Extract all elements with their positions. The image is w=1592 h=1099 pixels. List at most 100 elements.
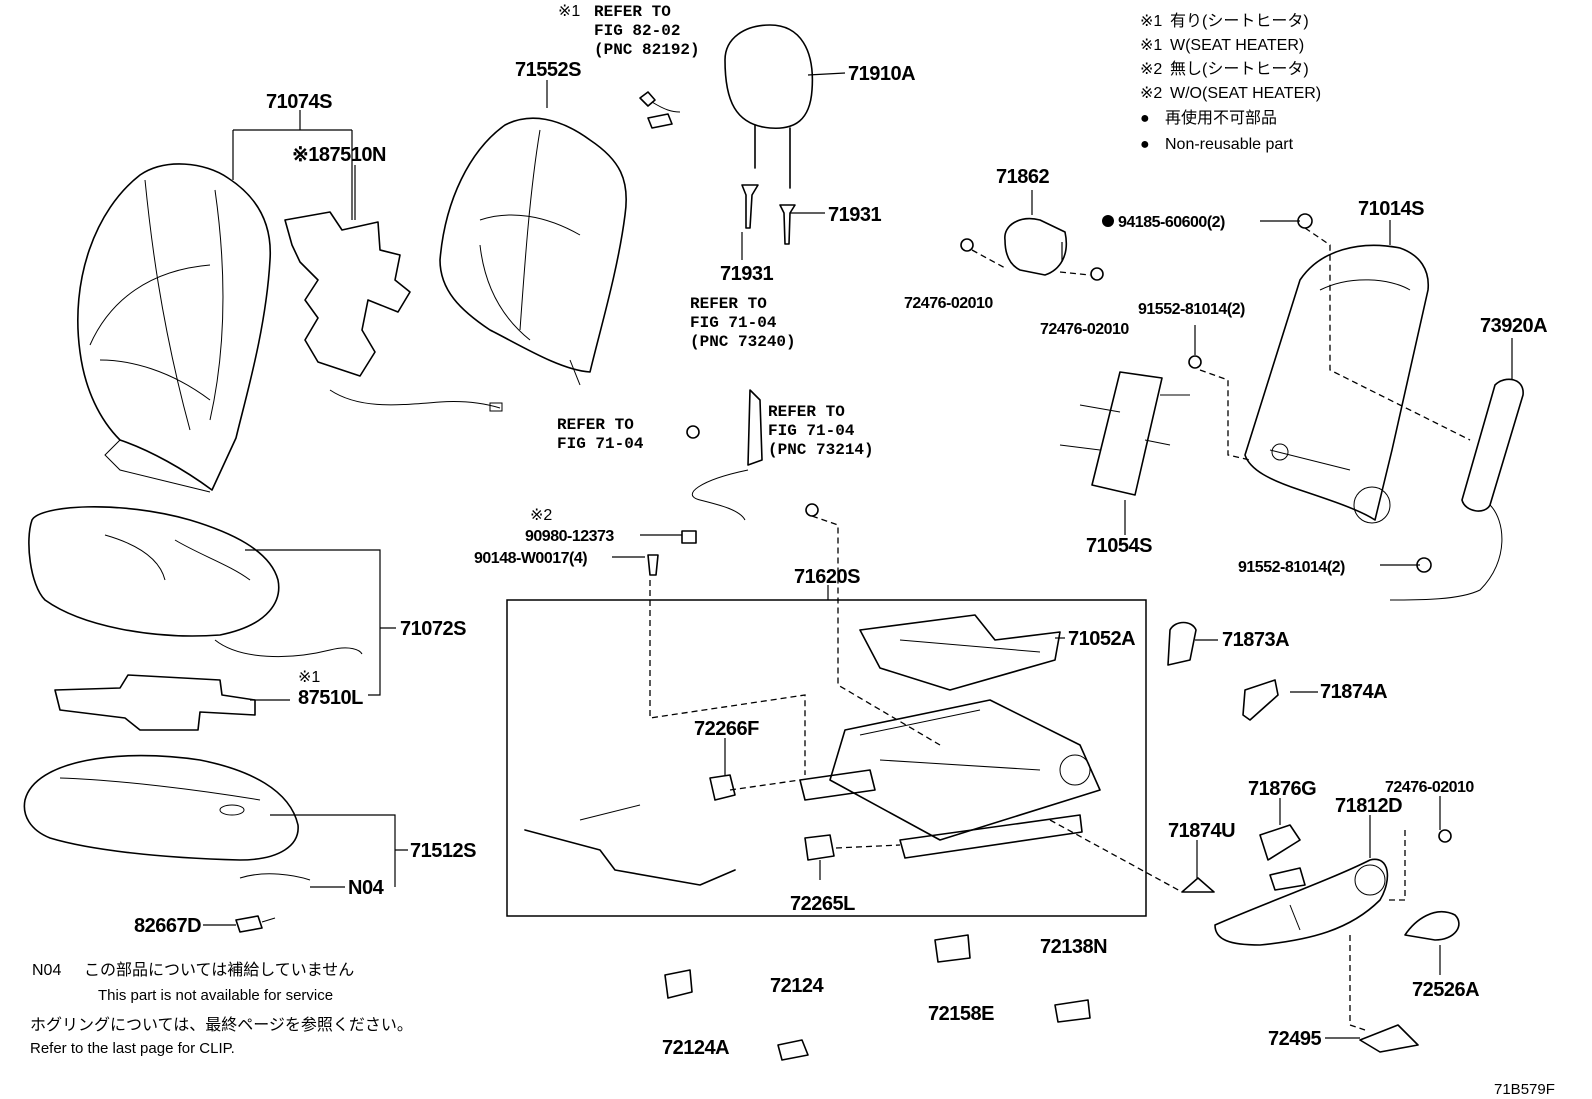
ref-82-line3: (PNC 82192) [594, 41, 700, 59]
cushion-frame-drawing [859, 614, 1061, 691]
headrest-support-drawing [1004, 218, 1067, 276]
label-71931-right[interactable]: 71931 [828, 204, 882, 226]
leader-lines [203, 72, 1513, 1039]
label-90980-12373[interactable]: 90980-12373 [525, 528, 615, 545]
label-73920A[interactable]: 73920A [1480, 315, 1548, 337]
adjuster-group-box [506, 599, 1147, 917]
label-71873A[interactable]: 71873A [1222, 629, 1290, 651]
note-n04-code: N04 [32, 962, 61, 979]
note-n04-jp: この部品については補給していません [84, 961, 354, 979]
part-labels: 71074S ※187510N 71552S 71910A 71931 7193… [134, 59, 1548, 1059]
mark-cushion-heater: ※1 [298, 669, 320, 686]
label-71014S[interactable]: 71014S [1358, 198, 1425, 220]
legend-symbol-1: ※1 [1140, 13, 1162, 30]
label-71054S[interactable]: 71054S [1086, 535, 1153, 557]
label-72266F[interactable]: 72266F [694, 718, 760, 740]
motor-72266F-drawing [709, 774, 736, 801]
label-91552-81014-bottom[interactable]: 91552-81014(2) [1238, 559, 1346, 576]
label-72124A[interactable]: 72124A [662, 1037, 730, 1059]
shield-71812D-drawing [1214, 858, 1389, 946]
label-94185-60600[interactable]: 94185-60600(2) [1118, 214, 1226, 231]
label-71620S[interactable]: 71620S [794, 566, 861, 588]
label-72476-02010-left[interactable]: 72476-02010 [904, 295, 994, 312]
legend-text-4: W/O(SEAT HEATER) [1170, 85, 1321, 102]
legend-symbol-3: ※2 [1140, 61, 1162, 78]
ref-73214-line2: FIG 71-04 [768, 422, 855, 440]
seatback-heater-drawing [284, 211, 503, 412]
legend-symbol-2: ※1 [1140, 37, 1162, 54]
legend-text-5: 再使用不可部品 [1165, 109, 1277, 127]
bracket-71876G-drawing [1259, 824, 1306, 891]
legend-text-2: W(SEAT HEATER) [1170, 37, 1304, 54]
label-71052A[interactable]: 71052A [1068, 628, 1136, 650]
headrest-drawing [724, 24, 814, 245]
knob-72526A-drawing [1404, 910, 1460, 941]
seat-cushion-cover-drawing [28, 506, 280, 637]
note-clip-en: Refer to the last page for CLIP. [30, 1040, 235, 1057]
ref-73214-line1: REFER TO [768, 403, 845, 421]
label-71862[interactable]: 71862 [996, 166, 1050, 188]
dashed-connectors [649, 227, 1471, 1031]
ref-73240-line1: REFER TO [690, 295, 767, 313]
legend-symbol-4: ※2 [1140, 85, 1162, 102]
connector-82192-drawing [639, 91, 681, 129]
label-72158E[interactable]: 72158E [928, 1003, 995, 1025]
label-71552S[interactable]: 71552S [515, 59, 582, 81]
label-71910A[interactable]: 71910A [848, 63, 916, 85]
label-71812D[interactable]: 71812D [1335, 795, 1403, 817]
label-71874A[interactable]: 71874A [1320, 681, 1388, 703]
mark-connector: ※2 [530, 507, 552, 524]
label-71931-left[interactable]: 71931 [720, 263, 774, 285]
label-71074S[interactable]: 71074S [266, 91, 333, 113]
legend: ※1 有り(シートヒータ) ※1 W(SEAT HEATER) ※2 無し(シー… [1140, 12, 1321, 153]
legend-text-3: 無し(シートヒータ) [1170, 60, 1309, 78]
label-71512S[interactable]: 71512S [410, 840, 477, 862]
label-72138N[interactable]: 72138N [1040, 936, 1108, 958]
label-71072S[interactable]: 71072S [400, 618, 467, 640]
side-airbag-drawing [1389, 378, 1524, 601]
motor-72265L-drawing [804, 834, 835, 861]
legend-symbol-5: ● [1140, 110, 1150, 127]
switch-bracket-drawing [1167, 621, 1279, 721]
label-90148-W0017[interactable]: 90148-W0017(4) [474, 550, 588, 567]
label-72526A[interactable]: 72526A [1412, 979, 1480, 1001]
label-91552-81014-top[interactable]: 91552-81014(2) [1138, 301, 1246, 318]
ref-73240-line3: (PNC 73240) [690, 333, 796, 351]
label-87510L[interactable]: 87510L [298, 687, 364, 709]
connector-82667D-drawing [235, 915, 276, 933]
seatback-frame-drawing [1244, 244, 1429, 524]
harness-drawing [524, 804, 736, 886]
lumbar-spring-drawing [1059, 371, 1190, 496]
seat-cushion-pad-drawing [23, 754, 311, 881]
ref-82-line2: FIG 82-02 [594, 22, 680, 40]
label-72476-02010-lower[interactable]: 72476-02010 [1385, 779, 1475, 796]
cushion-heater-drawing [54, 639, 363, 731]
label-N04[interactable]: N04 [348, 877, 385, 899]
clips-drawing [664, 934, 1091, 1061]
condition-marks: ※1 ※1 ※2 [298, 3, 580, 686]
note-n04-en: This part is not available for service [98, 987, 333, 1004]
seatback-pad-drawing [439, 117, 627, 386]
ref-7104-line1: REFER TO [557, 416, 634, 434]
label-72476-02010-right[interactable]: 72476-02010 [1040, 321, 1130, 338]
legend-text-6: Non-reusable part [1165, 136, 1294, 153]
label-87510N[interactable]: ※187510N [292, 144, 386, 166]
figure-id: 71B579F [1494, 1081, 1555, 1098]
label-82667D[interactable]: 82667D [134, 915, 202, 937]
seatback-cover-drawing [77, 163, 272, 493]
label-72495[interactable]: 72495 [1268, 1028, 1322, 1050]
ref-73214-line3: (PNC 73214) [768, 441, 874, 459]
footnotes: N04 この部品については補給していません This part is not a… [30, 961, 1555, 1098]
ref-7104-line2: FIG 71-04 [557, 435, 644, 453]
label-71876G[interactable]: 71876G [1248, 778, 1317, 800]
label-71874U[interactable]: 71874U [1168, 820, 1236, 842]
label-72265L[interactable]: 72265L [790, 893, 856, 915]
ref-73240-line2: FIG 71-04 [690, 314, 777, 332]
mark-ref-82: ※1 [558, 3, 580, 20]
non-reusable-dot [1102, 215, 1114, 227]
label-72124[interactable]: 72124 [770, 975, 825, 997]
cover-71874U-drawing [1181, 877, 1215, 893]
legend-text-1: 有り(シートヒータ) [1170, 12, 1309, 30]
seat-adjuster-drawing [799, 699, 1101, 859]
